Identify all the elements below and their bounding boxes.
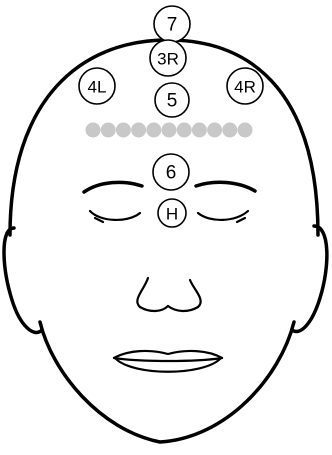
- nose: [137, 278, 200, 311]
- forehead-dot: [162, 123, 177, 138]
- point-4L[interactable]: 4L: [79, 68, 115, 104]
- point-3R[interactable]: 3R: [150, 40, 186, 76]
- forehead-dot: [101, 123, 116, 138]
- right-eyebrow: [196, 182, 255, 191]
- point-3R-label: 3R: [157, 50, 179, 69]
- point-4R[interactable]: 4R: [227, 68, 263, 104]
- point-5-label: 5: [167, 91, 178, 112]
- forehead-dot-row: [86, 123, 253, 138]
- point-4L-label: 4L: [88, 78, 107, 97]
- forehead-dot: [86, 123, 101, 138]
- point-6[interactable]: 6: [153, 154, 189, 190]
- right-eye: [198, 211, 248, 220]
- forehead-dot: [238, 123, 253, 138]
- point-4R-label: 4R: [234, 78, 256, 97]
- point-5[interactable]: 5: [155, 83, 189, 117]
- forehead-dot: [222, 123, 237, 138]
- forehead-dot: [177, 123, 192, 138]
- forehead-dot: [116, 123, 131, 138]
- point-6-label: 6: [166, 163, 177, 184]
- forehead-dot: [192, 123, 207, 138]
- forehead-dot: [207, 123, 222, 138]
- point-H[interactable]: H: [158, 199, 186, 227]
- right-eyelid-line: [237, 218, 245, 222]
- point-H-label: H: [166, 205, 178, 224]
- point-7-label: 7: [167, 15, 178, 36]
- forehead-dot: [131, 123, 146, 138]
- mouth: [114, 351, 222, 372]
- left-eyebrow: [84, 182, 142, 192]
- forehead-dot: [146, 123, 161, 138]
- point-7[interactable]: 7: [154, 6, 190, 42]
